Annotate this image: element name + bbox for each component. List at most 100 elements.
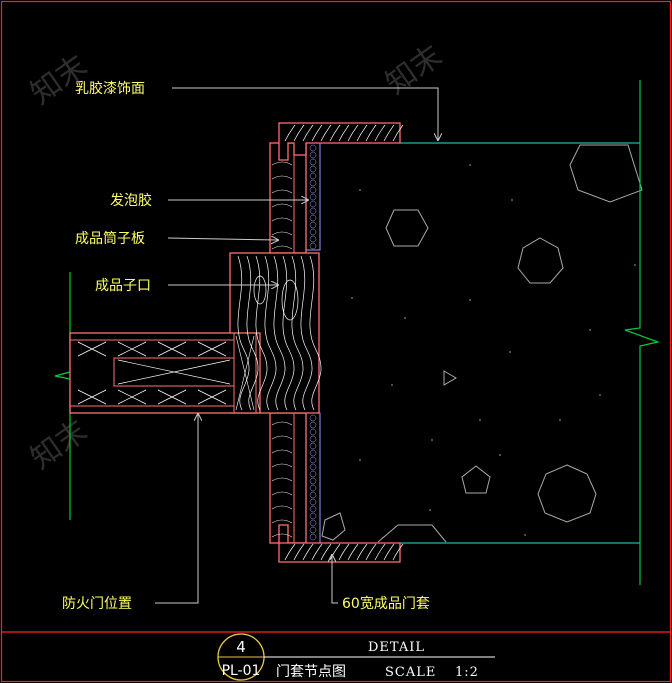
foam-bottom-cell [309,470,317,478]
casing-bottom-grain [338,543,350,561]
foam-top-cell [309,158,317,166]
jamb-bottom-grain [271,463,293,468]
detail-number: 4 [236,638,246,656]
door-stop-grain [255,255,268,411]
foam-bottom-cell [309,519,317,527]
foam-bottom-cell [309,414,317,422]
casing-top-grain [374,124,386,142]
jamb-bottom-grain [271,477,293,482]
foam-top-cell [309,207,317,215]
foam-bottom-cell [309,484,317,492]
label-latex-finish: 乳胶漆饰面 [75,80,145,97]
watermark-3: 知末 [25,413,94,476]
foam-bottom-cell [309,526,317,534]
leader-fire-door [155,414,198,604]
leader-latex-finish [172,87,438,140]
foam-top-cell [309,193,317,201]
label-foam-glue: 发泡胶 [110,192,152,209]
label-door-stop: 成品子口 [95,278,151,294]
foam-bottom-cell [309,456,317,464]
jamb-board-top [269,142,307,254]
foam-bottom-cell [309,498,317,506]
scale-value: 1:2 [455,665,479,680]
door-hatch [157,389,187,405]
casing-bottom-grain [284,543,296,561]
jamb-bottom-grain [271,533,293,538]
foam-top-cell [309,172,317,180]
casing-bottom-grain [392,543,404,561]
foam-bottom-cell [309,477,317,485]
jamb-top-grain [271,245,293,250]
foam-bottom-cell [309,505,317,513]
foam-top-cell [309,221,317,229]
jamb-bottom-grain [271,435,293,440]
door-stop-grain [309,255,322,411]
concrete-wall [320,143,643,543]
foam-top-cell [309,179,317,187]
jamb-bottom-grain [271,519,293,524]
label-fire-door: 防火门位置 [62,596,132,612]
fire-door-leaf [69,332,261,414]
door-stop-grain [264,255,277,411]
jamb-top-grain [271,175,293,180]
casing-top-grain [356,124,368,142]
scale-label: SCALE [385,665,436,680]
aggregate-heptagon [517,237,564,284]
door-stop-grain [300,255,313,411]
sheet-ref: PL-01 [222,663,261,679]
foam-bottom-cell [309,463,317,471]
casing-top-grain [284,124,296,142]
casing-top-grain [311,124,323,142]
jamb-bottom-grain [271,505,293,510]
casing-bottom-grain [293,543,305,561]
door-stop-knot [281,279,299,321]
foam-top-cell [309,165,317,173]
door-hatch [197,389,227,405]
casing-top [278,122,401,161]
casing-top-grain [338,124,350,142]
foam-top-cell [309,242,317,250]
casing-top-grain [329,124,341,142]
casing-bottom-grain [320,543,332,561]
jamb-top-grain [271,161,293,166]
door-hatch [77,389,107,405]
foam-top-cell [309,200,317,208]
watermark-1: 知末 [25,48,94,111]
jamb-bottom-grain [271,421,293,426]
casing-bottom-grain [356,543,368,561]
foam-top-cell [309,228,317,236]
aggregate-small [321,512,346,541]
door-core-cross [117,359,231,385]
casing-bottom-grain [311,543,323,561]
leader-casing [332,555,338,604]
foam-bottom-cell [309,533,317,541]
concrete-fill [320,143,640,543]
jamb-bottom-grain [271,449,293,454]
jamb-top-grain [271,231,293,236]
door-stop-grain [246,255,259,411]
foam-bottom-cell [309,421,317,429]
casing-top-grain [392,124,404,142]
jamb-top-grain [271,189,293,194]
foam-bottom-cell [309,512,317,520]
foam-bottom-cell [309,491,317,499]
jamb-top-grain [271,203,293,208]
casing-bottom-grain [383,543,395,561]
leader-jamb-board [167,238,278,240]
foam-bottom-cell [309,442,317,450]
right-wall-break-line [624,80,661,585]
door-edge-cross [235,335,255,411]
casing-bottom-grain [302,543,314,561]
aggregate-decagon [537,464,597,523]
jamb-bottom-grain [271,491,293,496]
aggregate-edge [377,524,447,543]
foam-top-cell [309,214,317,222]
casing-top-grain [347,124,359,142]
label-jamb-board: 成品筒子板 [75,230,145,247]
foam-top-cell [309,186,317,194]
door-hatch [77,341,107,357]
door-hatch [117,341,147,357]
door-stop-grain [291,255,304,411]
casing-bottom-grain [365,543,377,561]
